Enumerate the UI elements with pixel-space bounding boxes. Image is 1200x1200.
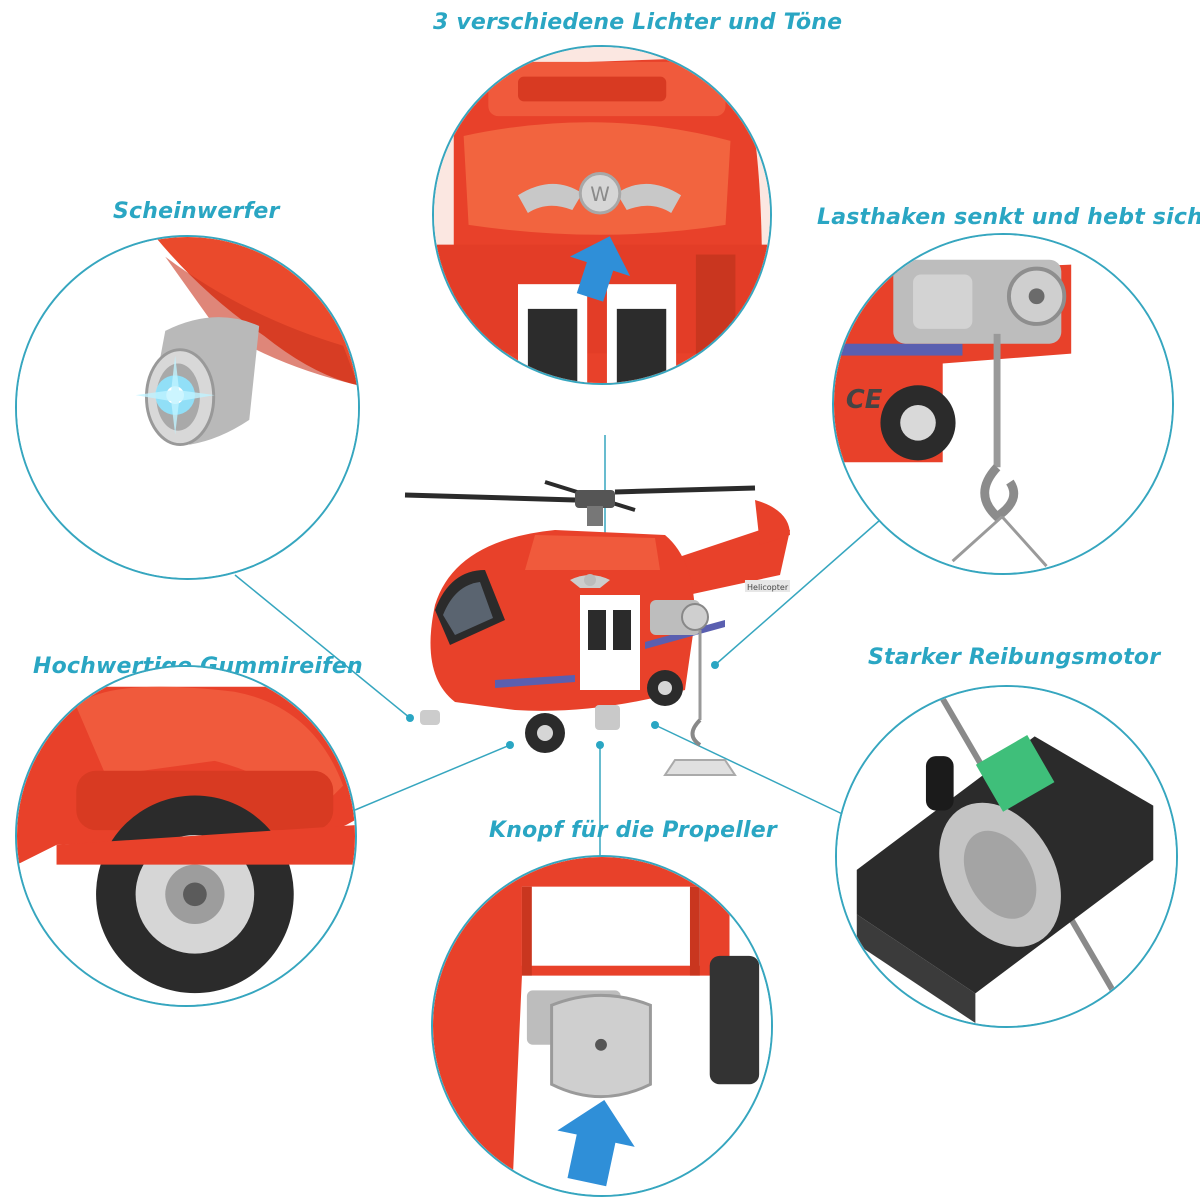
label-headlight: Scheinwerfer: [113, 199, 280, 224]
detail-hook: CE: [832, 233, 1174, 575]
detail-tires: [15, 665, 357, 1007]
label-propeller-button: Knopf für die Propeller: [489, 818, 777, 843]
detail-headlight: [15, 235, 360, 580]
detail-motor: [835, 685, 1178, 1028]
side-text: CE: [846, 385, 883, 415]
emblem-letter: W: [590, 183, 610, 206]
helicopter-toy: Helicopter: [404, 480, 790, 776]
detail-lights-sounds: W: [432, 45, 772, 385]
detail-propeller-button: [431, 855, 773, 1197]
label-lights-sounds: 3 verschiedene Lichter und Töne: [433, 10, 843, 35]
label-hook: Lasthaken senkt und hebt sich: [817, 205, 1200, 230]
tail-text: Helicopter: [747, 583, 789, 592]
label-motor: Starker Reibungsmotor: [868, 645, 1161, 670]
